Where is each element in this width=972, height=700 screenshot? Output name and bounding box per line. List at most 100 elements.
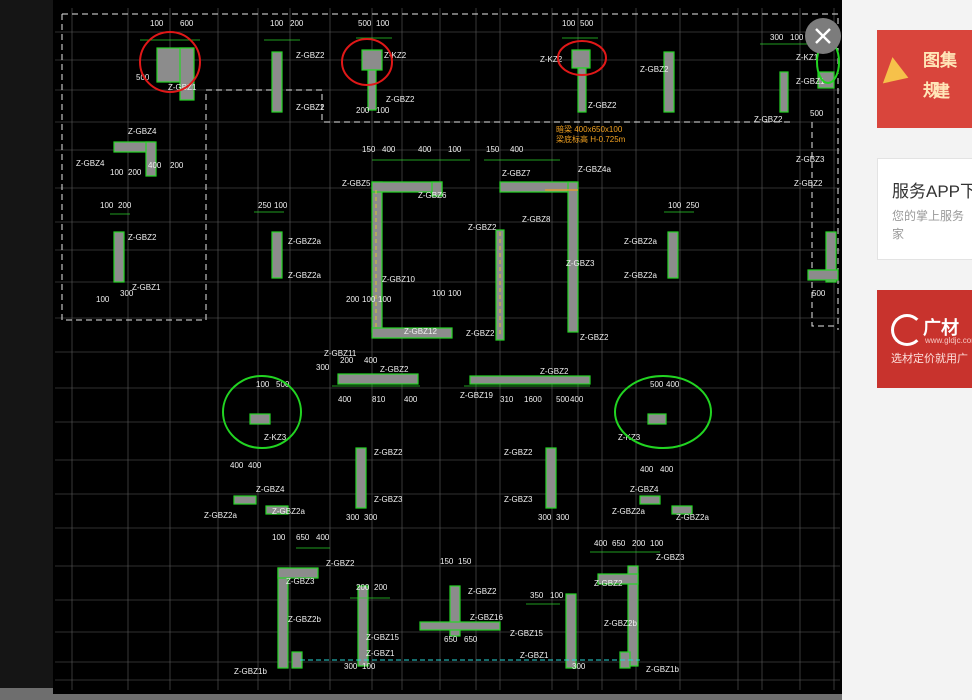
column-section [469,375,591,385]
column-section [355,447,367,509]
column-section [361,49,383,71]
drawing-label: 350 [530,591,544,600]
app-card-subtitle: 您的掌上服务 家 [892,207,964,243]
drawing-label: Z-GBZ12 [404,327,437,336]
drawing-label: Z-GBZ1 [168,83,197,92]
drawing-label: 200 [374,583,388,592]
drawing-label: Z-GBZ2a [624,237,657,246]
green-annotation-circle [614,375,712,449]
drawing-label: 500 [810,109,824,118]
column-section [663,51,675,113]
column-section [565,593,577,669]
drawing-label: Z-GBZ1 [366,649,395,658]
drawing-label: 100 [272,533,286,542]
drawing-label: Z-GBZ1b [234,667,267,676]
drawing-label: 100 [150,19,164,28]
drawing-label: 100 [790,33,804,42]
ad3-brand: 广材 [923,318,959,338]
drawing-label: Z-GBZ2a [612,507,645,516]
green-annotation-circle [222,375,302,449]
close-viewer-button[interactable]: × [805,18,841,54]
drawing-label: 310 [500,395,514,404]
app-card-sub-line2: 家 [892,227,905,241]
drawing-label: 650 [296,533,310,542]
drawing-label: 500 [136,73,150,82]
drawing-label: Z-GBZ1 [132,283,161,292]
drawing-label: 650 [464,635,478,644]
drawing-label: 500 [580,19,594,28]
column-section [431,181,443,197]
drawing-label: 200 [356,106,370,115]
drawing-label: Z-GBZ2a [624,271,657,280]
drawing-label: Z-GBZ1b [646,665,679,674]
drawing-label: 500 [812,289,826,298]
service-app-card[interactable]: 服务APP下 您的掌上服务 家 [877,158,972,260]
drawing-label: Z-GBZ3 [656,553,685,562]
drawing-label: Z-GBZ2 [754,115,783,124]
drawing-label: 300 [572,662,586,671]
column-section [367,69,377,111]
drawing-label: 400 [570,395,584,404]
drawing-label: 300 [316,363,330,372]
drawing-label: Z-GBZ2 [504,448,533,457]
drawing-label: 100 [362,295,376,304]
drawing-label: Z-GBZ2b [604,619,637,628]
red-annotation-circle [557,40,607,76]
drawing-label: Z-GBZ4a [578,165,611,174]
red-annotation-circle [341,38,393,86]
drawing-label: 100 [376,19,390,28]
atlas-ad-banner[interactable]: 图集规 建 [877,30,972,128]
drawing-label: 400 [640,465,654,474]
app-card-title: 服务APP下 [892,182,972,201]
app-card-sub-line1: 您的掌上服务 [892,209,965,223]
drawing-label: Z-GBZ2 [386,95,415,104]
drawing-label: Z-GBZ2 [594,579,623,588]
column-section [419,621,501,631]
drawing-label: Z-KZ1 [796,53,819,62]
guangcai-ad-banner[interactable]: 广材 www.gldjc.com 选材定价就用广 [877,290,972,388]
drawing-label: 100 [448,289,462,298]
column-section [113,231,125,283]
drawing-label: Z-GBZ2 [326,559,355,568]
drawing-label: 100 [362,662,376,671]
background-cad-left [0,0,60,700]
drawing-label: 400 [248,461,262,470]
drawing-label: 300 [364,513,378,522]
dashed-outline-right [811,122,838,327]
drawing-label: 250 [686,201,700,210]
drawing-label: 100 [376,106,390,115]
drawing-label: Z-GBZ2a [204,511,237,520]
drawing-label: 200 [356,583,370,592]
dashed-outline [61,13,839,330]
drawing-label: 400 [364,356,378,365]
drawing-label: 1600 [524,395,542,404]
drawing-label: 150 [486,145,500,154]
drawing-label: 400 [594,539,608,548]
column-section [779,71,789,113]
column-section [627,565,639,667]
drawing-label: 400 [510,145,524,154]
drawing-label: Z-GBZ16 [470,613,503,622]
drawing-label: Z-GBZ11 [324,349,357,358]
drawing-label: 100 [668,201,682,210]
column-section [271,231,283,279]
drawing-label: 500 [556,395,570,404]
drawing-label: Z-GBZ3 [504,495,533,504]
drawing-label: 300 [346,513,360,522]
column-section [567,181,579,333]
drawing-label: Z-GBZ2a [288,237,321,246]
column-section [233,495,257,505]
drawing-label: Z-GBZ2a [288,271,321,280]
ad3-slogan: 选材定价就用广 [891,353,968,365]
drawing-label: 300 [556,513,570,522]
column-section [265,505,289,515]
drawing-label: 650 [444,635,458,644]
column-section [371,327,453,339]
drawing-label: Z-GBZ4 [128,127,157,136]
drawing-label: Z-GBZ2a [676,513,709,522]
drawing-label: 400 [316,533,330,542]
drawing-label: 500 [276,380,290,389]
drawing-label: Z-GBZ2 [380,365,409,374]
drawing-label: Z-GBZ2 [640,65,669,74]
